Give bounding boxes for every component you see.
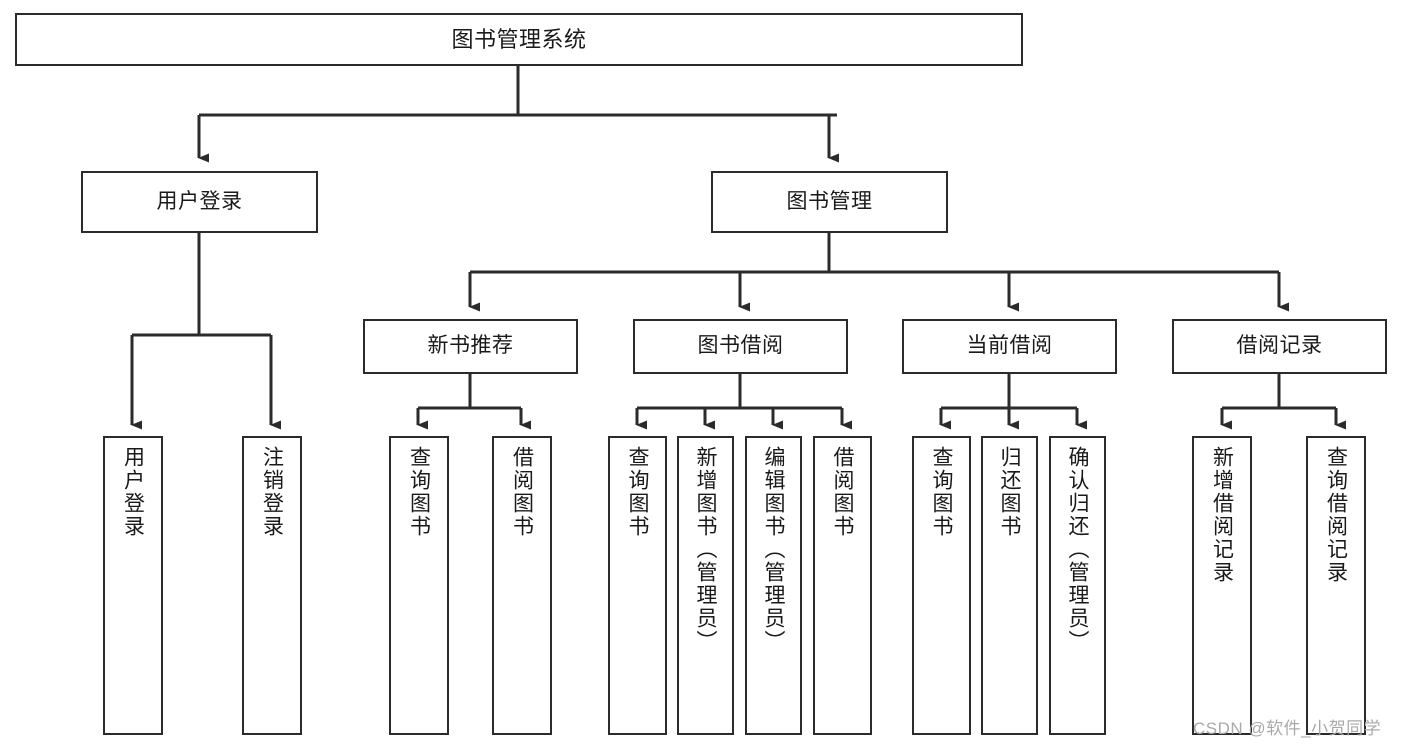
node-label: 借阅图书	[510, 446, 534, 538]
node-label: 借阅图书	[831, 446, 855, 538]
node-label: 注销登录	[260, 446, 284, 538]
node-label: 新增借阅记录	[1210, 446, 1234, 584]
node-label: 查询图书	[407, 446, 431, 538]
node-label: 查询图书	[626, 446, 650, 538]
node-current-borrowing[interactable]: 当前借阅	[902, 319, 1117, 374]
node-borrowing-records[interactable]: 借阅记录	[1172, 319, 1387, 374]
node-label: 当前借阅	[966, 334, 1053, 358]
node-leaf-add-book-admin[interactable]: 新增图书（管理员）	[677, 436, 734, 735]
node-label: 新增图书（管理员）	[694, 446, 718, 653]
node-leaf-borrow-books-recommendation[interactable]: 借阅图书	[492, 436, 552, 735]
node-label: 新书推荐	[427, 334, 514, 358]
node-label: 借阅记录	[1236, 334, 1323, 358]
node-label: 确认归还（管理员）	[1066, 446, 1090, 653]
node-leaf-confirm-return-admin[interactable]: 确认归还（管理员）	[1049, 436, 1106, 735]
node-label: 查询借阅记录	[1324, 446, 1348, 584]
node-label: 图书借阅	[697, 334, 784, 358]
node-leaf-logout[interactable]: 注销登录	[242, 436, 302, 735]
node-book-borrowing[interactable]: 图书借阅	[633, 319, 848, 374]
csdn-watermark: CSDN @软件_小贺同学	[1193, 719, 1382, 738]
node-leaf-query-books-current[interactable]: 查询图书	[912, 436, 971, 735]
node-leaf-query-borrowing-record[interactable]: 查询借阅记录	[1306, 436, 1366, 735]
node-label: 用户登录	[121, 446, 145, 538]
node-label: 用户登录	[156, 189, 243, 213]
node-leaf-query-books-borrowing[interactable]: 查询图书	[608, 436, 667, 735]
node-user-login[interactable]: 用户登录	[81, 171, 318, 233]
node-label: 图书管理系统	[451, 26, 587, 52]
node-leaf-query-books-recommendation[interactable]: 查询图书	[389, 436, 449, 735]
node-label: 查询图书	[930, 446, 954, 538]
node-leaf-add-borrowing-record[interactable]: 新增借阅记录	[1192, 436, 1252, 735]
node-label: 编辑图书（管理员）	[762, 446, 786, 653]
node-leaf-user-login[interactable]: 用户登录	[103, 436, 163, 735]
node-leaf-edit-book-admin[interactable]: 编辑图书（管理员）	[745, 436, 802, 735]
node-leaf-return-books[interactable]: 归还图书	[981, 436, 1038, 735]
node-new-book-recommendation[interactable]: 新书推荐	[363, 319, 578, 374]
node-label: 图书管理	[786, 189, 873, 213]
node-book-management[interactable]: 图书管理	[711, 171, 948, 233]
node-leaf-borrow-books[interactable]: 借阅图书	[813, 436, 872, 735]
node-root-library-management-system[interactable]: 图书管理系统	[15, 13, 1023, 66]
node-label: 归还图书	[998, 446, 1022, 538]
